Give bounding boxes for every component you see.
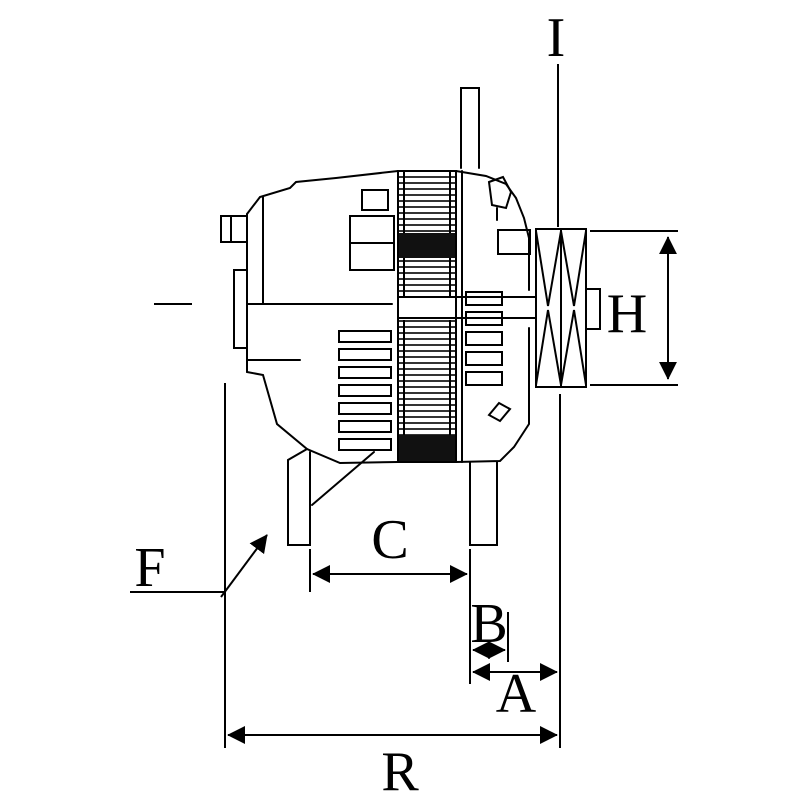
rear-housing-top — [246, 170, 399, 215]
shaft-stub — [585, 288, 601, 330]
left-vent-slots — [338, 330, 392, 451]
dim-label-h: H — [607, 283, 647, 345]
right-mounting-leg — [469, 461, 498, 546]
rear-side-tab — [233, 269, 248, 349]
left-mounting-leg — [287, 448, 311, 546]
pulley-groove-2-bottom — [560, 309, 587, 386]
dim-label-r: R — [381, 741, 419, 800]
top-stud — [460, 87, 480, 169]
bearing-boss — [497, 229, 531, 255]
rear-small-block — [361, 189, 389, 211]
right-vent-slots — [465, 291, 503, 386]
rear-housing-bottom — [246, 371, 399, 465]
pulley-groove-1-bottom — [535, 309, 562, 386]
dim-label-f: F — [134, 537, 165, 599]
fin-dark-upper — [399, 233, 455, 258]
front-housing-bottom — [455, 327, 530, 463]
pulley-groove-2-top — [560, 230, 587, 307]
dim-label-i: I — [547, 7, 566, 69]
shaft-gap — [399, 296, 455, 320]
terminal-lug — [487, 175, 513, 210]
front-small-tab — [487, 401, 512, 423]
dimension-lines — [130, 64, 678, 748]
dim-label-a: A — [496, 663, 537, 725]
leg-strut — [311, 451, 375, 506]
rear-top-lug — [220, 215, 248, 243]
fin-dark-lower — [399, 435, 455, 461]
dim-label-c: C — [371, 509, 408, 571]
pulley-groove-1-top — [535, 230, 562, 307]
dimension-labels: I H F C B A R — [134, 7, 647, 800]
dim-label-b: B — [470, 593, 507, 655]
dim-f-arrow — [220, 534, 268, 598]
alternator-body — [220, 87, 601, 546]
